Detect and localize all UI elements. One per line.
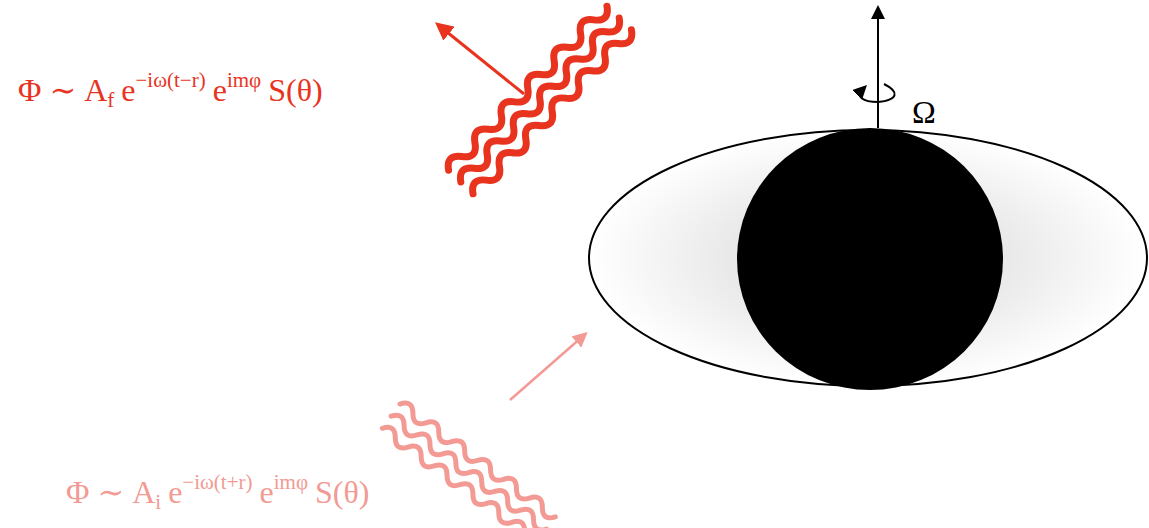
rotation-axis [877,12,879,128]
equation-term: Φ ∼ A [66,474,155,510]
outgoing-wave-equation: Φ ∼ Afe−iω(t−r)eimφS(θ) [18,70,323,111]
equation-subscript: i [155,490,161,514]
black-hole [737,128,1003,390]
ingoing-direction-arrow [510,337,582,400]
equation-subscript: f [107,88,114,112]
equation-term: e [168,474,182,510]
equation-term: e [260,474,274,510]
equation-term: e [213,72,227,108]
equation-term: e [121,72,135,108]
equation-superscript: imφ [274,470,308,494]
equation-term: Ω [912,94,936,130]
angular-velocity-label: Ω [912,96,936,128]
outgoing-direction-arrow [442,28,524,94]
equation-superscript: −iω(t−r) [136,68,206,92]
ingoing-wave-equation: Φ ∼ Aie−iω(t+r)eimφS(θ) [66,472,369,513]
equation-term: S(θ) [315,474,369,510]
rotation-arrow [860,84,895,102]
equation-term: S(θ) [268,72,322,108]
outgoing-wave [444,2,636,199]
equation-superscript: −iω(t+r) [182,470,252,494]
equation-superscript: imφ [227,68,261,92]
ingoing-wave [379,400,558,528]
equation-term: Φ ∼ A [18,72,107,108]
